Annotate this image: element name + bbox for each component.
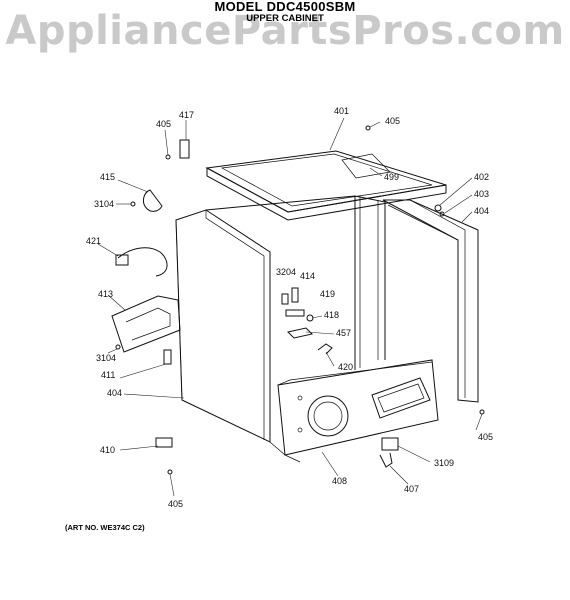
bracket-417: [179, 139, 190, 159]
cover-413-detail: [125, 307, 171, 341]
callout-3104-upper: 3104: [94, 199, 114, 209]
callout-401: 401: [334, 106, 349, 116]
callout-405-bottom: 405: [168, 499, 183, 509]
left-side-panel: [175, 209, 271, 443]
callout-419: 419: [320, 289, 335, 299]
callout-404-right: 404: [474, 206, 489, 216]
callout-405-left: 405: [156, 119, 171, 129]
screw-3104-lower: [115, 344, 121, 350]
clip-411: [163, 349, 172, 365]
callout-418: 418: [324, 310, 339, 320]
screw-403: [439, 211, 445, 217]
part-407: [379, 452, 393, 468]
cord-plug-421: [115, 254, 129, 266]
screw-405-top: [365, 125, 371, 131]
part-420: [317, 343, 333, 355]
screw-405-bottom: [167, 469, 173, 475]
cover-413: [111, 295, 181, 353]
screw-405-left: [165, 154, 171, 160]
screw-405-right: [479, 409, 485, 415]
power-cord-421: [117, 247, 168, 277]
callout-403: 403: [474, 189, 489, 199]
callout-420: 420: [338, 362, 353, 372]
callout-404-left: 404: [107, 388, 122, 398]
part-457: [287, 327, 313, 339]
callout-407: 407: [404, 484, 419, 494]
screw-3204: [281, 293, 289, 305]
front-base-panel: [269, 359, 439, 463]
top-cover-part: [205, 150, 447, 221]
vent-cap-415: [142, 189, 163, 212]
callout-415: 415: [100, 172, 115, 182]
callout-411: 411: [101, 370, 115, 380]
section-title: UPPER CABINET: [246, 13, 324, 24]
washer-402: [434, 204, 442, 212]
callout-3104-lower: 3104: [96, 353, 116, 363]
callout-405-right: 405: [478, 432, 493, 442]
callout-3109: 3109: [434, 458, 454, 468]
right-side-panel: [382, 199, 479, 403]
glide-410: [155, 437, 173, 448]
callout-405-top: 405: [385, 116, 400, 126]
callout-408: 408: [332, 476, 347, 486]
callout-labels: 401 405 417 405 499 402 403 404 415 3104…: [86, 106, 493, 509]
leader-lines: [97, 117, 483, 497]
part-3109: [381, 437, 399, 451]
callout-499: 499: [384, 172, 399, 182]
callout-413: 413: [98, 289, 113, 299]
callout-3204: 3204: [276, 267, 296, 277]
rear-frame: [205, 195, 386, 370]
callout-414: 414: [300, 271, 315, 281]
watermark: AppliancePartsPros.com: [5, 8, 565, 54]
screw-3104-upper: [130, 201, 136, 207]
callout-410: 410: [100, 445, 115, 455]
callout-457: 457: [336, 328, 351, 338]
art-number: (ART NO. WE374C C2): [65, 523, 145, 532]
part-414: [291, 287, 299, 303]
callout-417: 417: [179, 110, 194, 120]
callout-421: 421: [86, 236, 101, 246]
callout-402: 402: [474, 172, 489, 182]
model-title: MODEL DDC4500SBM: [214, 0, 356, 14]
cabinet-hardware: [111, 125, 485, 475]
bracket-419: [285, 309, 305, 317]
